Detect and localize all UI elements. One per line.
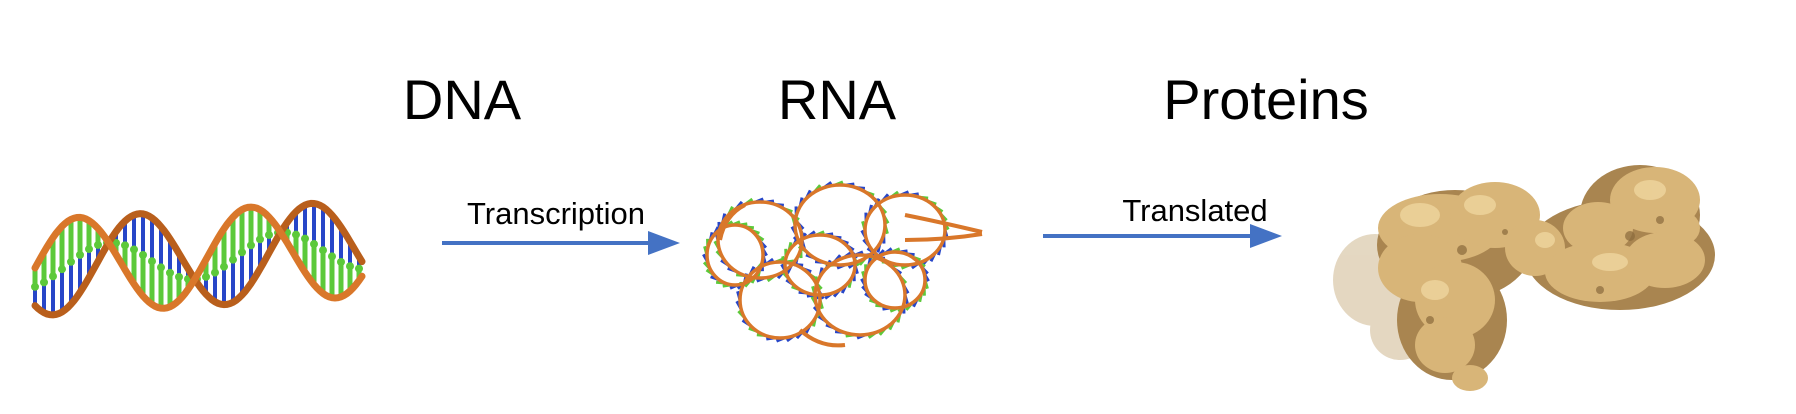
transcription-arrow	[442, 231, 680, 255]
protein-surface-image	[1333, 165, 1715, 391]
proteins-title: Proteins	[1163, 68, 1369, 131]
dna-title: DNA	[402, 68, 522, 131]
dna-helix-image	[31, 199, 366, 319]
rna-structure-image	[702, 180, 983, 348]
transcription-label: Transcription	[466, 196, 646, 231]
translated-label: Translated	[1122, 193, 1268, 228]
rna-title: RNA	[777, 68, 897, 131]
translated-arrow	[1043, 224, 1282, 248]
